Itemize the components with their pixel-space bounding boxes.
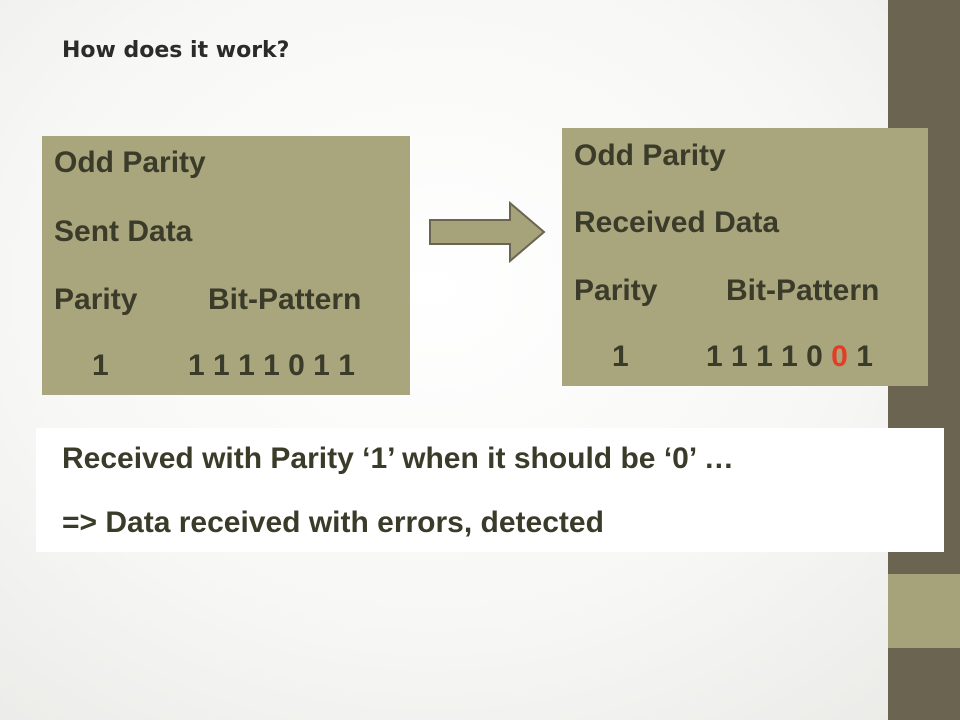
error-bit: 0 (831, 340, 848, 373)
bit: 1 (313, 349, 330, 382)
sent-bit-pattern: 1 1 1 1 0 1 1 (188, 349, 355, 383)
result-box: Received with Parity ‘1’ when it should … (36, 428, 944, 552)
slide-title: How does it work? (62, 38, 290, 63)
sidebar-accent-block (888, 574, 960, 648)
received-panel-parity-value: 1 (612, 340, 629, 373)
received-data-panel: Odd Parity Received Data Parity Bit-Patt… (562, 128, 928, 386)
sent-panel-parity-value: 1 (92, 349, 109, 382)
bit: 1 (706, 340, 723, 373)
bit: 1 (731, 340, 748, 373)
sent-panel-parity-header: Parity (54, 283, 138, 316)
result-line-parity: Received with Parity ‘1’ when it should … (62, 442, 734, 475)
received-panel-parity-header: Parity (574, 274, 658, 307)
received-panel-pattern-header: Bit-Pattern (726, 274, 880, 307)
right-arrow-icon (429, 201, 546, 263)
bit: 0 (806, 340, 823, 373)
result-line-conclusion: => Data received with errors, detected (62, 506, 604, 539)
sent-panel-pattern-header: Bit-Pattern (208, 283, 362, 316)
sent-panel-label: Sent Data (54, 215, 193, 248)
bit: 1 (188, 349, 205, 382)
sent-data-panel: Odd Parity Sent Data Parity Bit-Pattern … (42, 136, 410, 395)
received-bit-pattern: 1 1 1 1 0 0 1 (706, 340, 873, 374)
bit: 1 (781, 340, 798, 373)
bit: 0 (288, 349, 305, 382)
received-panel-label: Received Data (574, 206, 780, 239)
bit: 1 (856, 340, 873, 373)
bit: 1 (213, 349, 230, 382)
received-panel-parity-type: Odd Parity (574, 139, 726, 172)
sent-panel-parity-type: Odd Parity (54, 146, 206, 179)
bit: 1 (238, 349, 255, 382)
bit: 1 (756, 340, 773, 373)
bit: 1 (338, 349, 355, 382)
bit: 1 (263, 349, 280, 382)
